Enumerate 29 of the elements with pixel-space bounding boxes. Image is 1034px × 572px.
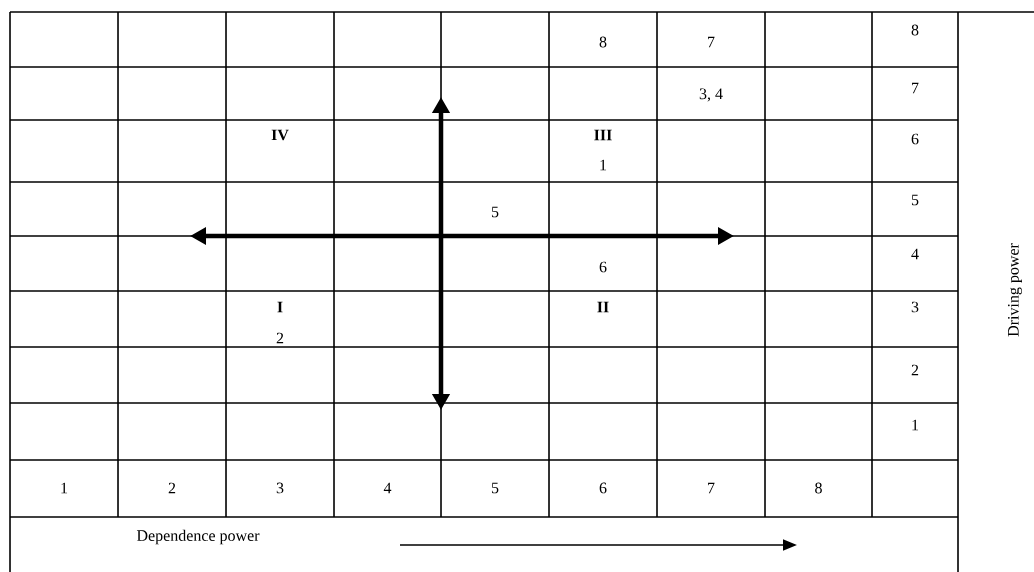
axis-value: 3 <box>275 481 285 495</box>
cell-value: 3, 4 <box>698 87 724 103</box>
cell-value: 1 <box>910 418 920 432</box>
quadrant-label: I <box>275 300 285 314</box>
axis-value: 7 <box>706 481 716 495</box>
quadrant-label: III <box>592 128 614 142</box>
axis-value: 8 <box>813 481 824 495</box>
axis-title: Dependence power <box>135 528 261 546</box>
axis-value: 2 <box>167 481 177 495</box>
quadrant-label: II <box>595 300 611 314</box>
cell-value: 1 <box>598 158 608 172</box>
quadrant-label: IV <box>270 128 290 142</box>
cell-value: 2 <box>910 363 920 377</box>
axis-value: 6 <box>598 481 608 495</box>
cell-value: 5 <box>910 193 920 207</box>
cell-value: 7 <box>706 35 716 49</box>
cell-value: 6 <box>910 132 920 146</box>
axis-value: 5 <box>490 481 500 495</box>
cell-value: 6 <box>598 260 608 274</box>
cell-value: 5 <box>490 205 500 219</box>
axis-title: Driving power <box>1007 242 1023 338</box>
cell-value: 3 <box>910 300 920 314</box>
cell-value: 8 <box>598 35 608 49</box>
cell-value: 7 <box>910 81 920 95</box>
axis-value: 4 <box>382 481 393 495</box>
cell-value: 4 <box>910 247 920 261</box>
cell-value: 8 <box>910 23 920 37</box>
cell-value: 2 <box>275 331 285 345</box>
axis-value: 1 <box>59 481 69 495</box>
